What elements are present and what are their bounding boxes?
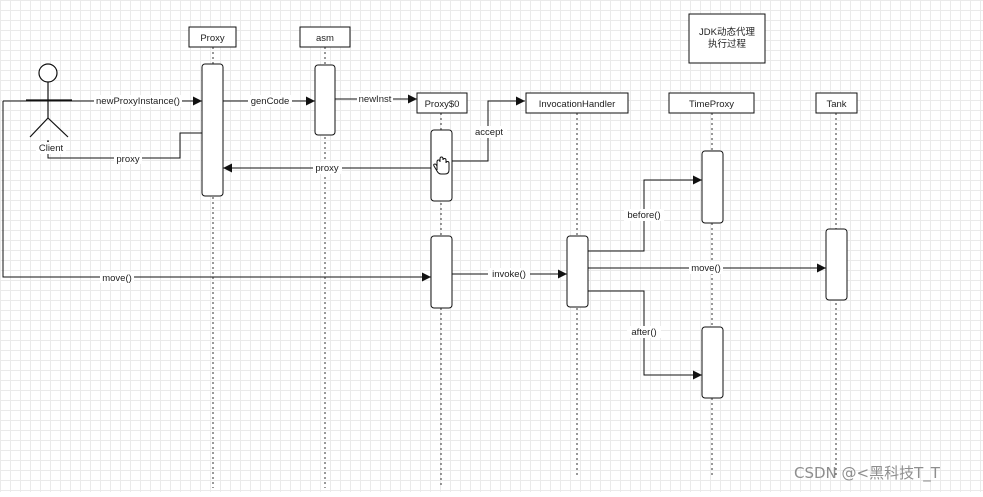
participant-proxy[interactable]: Proxy <box>188 26 237 48</box>
label-invoke: invoke() <box>492 269 526 280</box>
label-proxy-to-client: proxy <box>116 154 139 165</box>
participant-label: TimeProxy <box>689 99 734 110</box>
watermark-text: CSDN @<黑科技T_T <box>794 464 940 482</box>
message-move-call[interactable] <box>2 101 431 282</box>
label-gen-code: genCode <box>251 96 290 107</box>
label-before: before() <box>627 210 660 221</box>
note-box[interactable]: JDK动态代理 执行过程 <box>688 13 766 64</box>
activation-invocation-handler[interactable] <box>566 235 589 308</box>
activation-asm[interactable] <box>314 64 336 136</box>
activation-proxy[interactable] <box>201 63 224 197</box>
label-proxy-return: proxy <box>315 163 338 174</box>
note-line-1: JDK动态代理 <box>699 26 755 38</box>
participant-proxy0[interactable]: Proxy$0 <box>416 92 468 114</box>
participant-label: Proxy$0 <box>425 99 460 110</box>
label-move-call: move() <box>102 273 132 284</box>
activation-tank[interactable] <box>825 228 848 301</box>
hand-cursor-icon <box>433 156 450 175</box>
participant-label: Proxy <box>200 33 225 44</box>
activations <box>201 63 848 399</box>
label-new-inst: newInst <box>359 94 392 105</box>
label-after: after() <box>631 327 656 338</box>
participant-asm[interactable]: asm <box>299 26 351 48</box>
client-actor[interactable] <box>26 63 72 138</box>
participant-label: asm <box>316 33 334 44</box>
activation-proxy0-move[interactable] <box>430 235 453 309</box>
message-labels: newProxyInstance() genCode newInst accep… <box>36 93 723 338</box>
participant-label: Tank <box>826 99 846 110</box>
note-line-2: 执行过程 <box>708 38 747 50</box>
actor-label: Client <box>39 143 64 154</box>
label-tank-move: move() <box>691 263 721 274</box>
activation-time-proxy-after[interactable] <box>701 326 724 399</box>
label-accept: accept <box>475 127 503 138</box>
participant-invocation-handler[interactable]: InvocationHandler <box>525 92 629 114</box>
participant-label: InvocationHandler <box>539 99 616 110</box>
participant-time-proxy[interactable]: TimeProxy <box>668 92 755 114</box>
label-new-proxy-instance: newProxyInstance() <box>96 96 180 107</box>
participant-tank[interactable]: Tank <box>815 92 858 114</box>
activation-time-proxy-before[interactable] <box>701 150 724 224</box>
